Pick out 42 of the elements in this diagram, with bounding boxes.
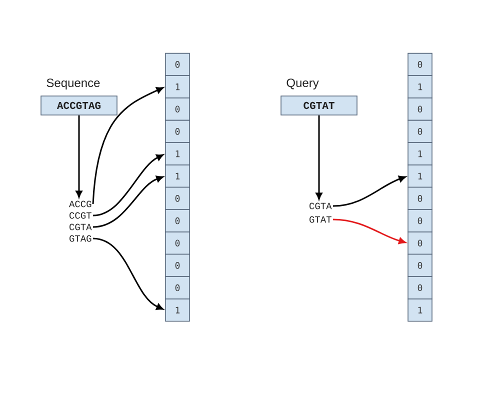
bit-cell: 0 bbox=[408, 186, 432, 210]
bit-cell: 0 bbox=[408, 254, 432, 277]
arrow bbox=[92, 176, 164, 228]
string-box: ACCGTAG bbox=[40, 96, 118, 116]
arrow bbox=[332, 176, 406, 207]
kmer-text: CGTA bbox=[70, 224, 92, 230]
bit-cell: 0 bbox=[408, 209, 432, 232]
arrow bbox=[92, 238, 164, 310]
bit-cell: 0 bbox=[408, 232, 432, 255]
bit-cell: 0 bbox=[165, 276, 190, 300]
arrow bbox=[76, 115, 82, 198]
bit-cell: 0 bbox=[408, 276, 432, 300]
bit-cell: 0 bbox=[165, 52, 190, 76]
bit-cell: 0 bbox=[165, 186, 190, 210]
box-heading: Sequence bbox=[46, 78, 100, 90]
bit-cell: 1 bbox=[165, 75, 190, 98]
bit-cell: 0 bbox=[165, 120, 190, 144]
kmer-text: CGTA bbox=[310, 202, 332, 210]
kmer-text: GTAT bbox=[310, 216, 332, 223]
bit-cell: 0 bbox=[165, 98, 190, 121]
bit-cell: 0 bbox=[165, 254, 190, 277]
bit-cell: 1 bbox=[408, 164, 432, 188]
arrow bbox=[92, 87, 164, 204]
arrow bbox=[332, 218, 406, 244]
bit-cell: 0 bbox=[165, 232, 190, 255]
bit-cell: 1 bbox=[165, 164, 190, 188]
bit-cell: 0 bbox=[408, 120, 432, 144]
bit-cell: 0 bbox=[408, 52, 432, 76]
arrow bbox=[316, 115, 322, 200]
bit-cell: 1 bbox=[408, 75, 432, 98]
bit-cell: 0 bbox=[165, 209, 190, 232]
kmer-text: GTAG bbox=[70, 235, 92, 242]
bit-cell: 1 bbox=[165, 142, 190, 166]
kmer-text: ACCG bbox=[69, 200, 92, 208]
bit-cell: 1 bbox=[408, 298, 432, 322]
bit-cell: 1 bbox=[165, 298, 190, 322]
box-heading: Query bbox=[286, 78, 319, 90]
arrow bbox=[92, 154, 164, 216]
string-box: CGTAT bbox=[280, 96, 358, 116]
bit-cell: 0 bbox=[408, 98, 432, 121]
bit-cell: 1 bbox=[408, 142, 432, 166]
kmer-text: CCGT bbox=[70, 212, 92, 219]
